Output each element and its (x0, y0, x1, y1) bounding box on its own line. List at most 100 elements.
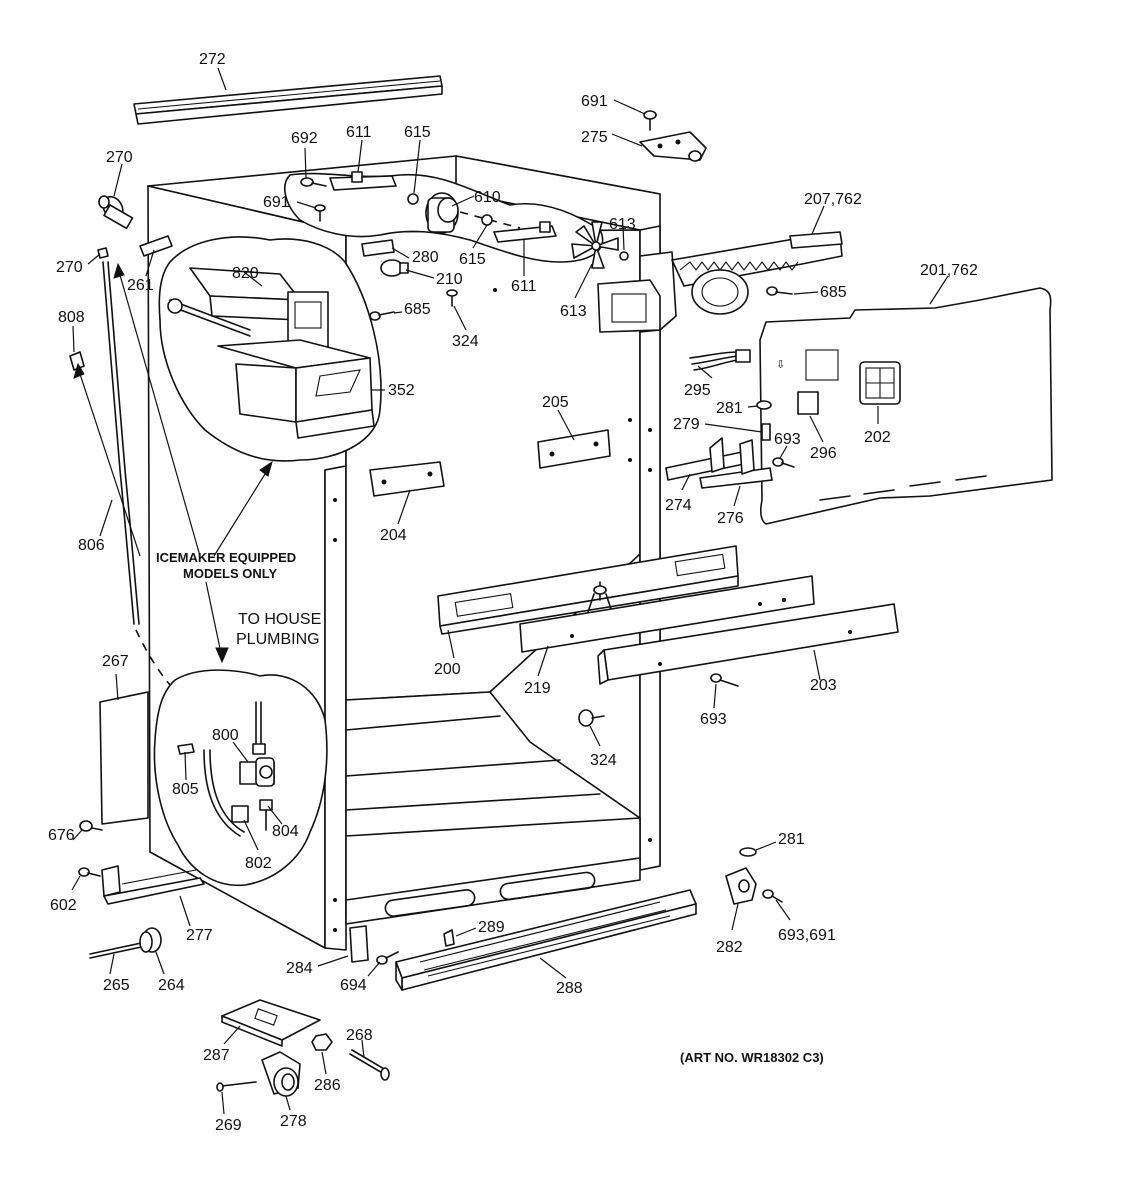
part-804-nut (259, 799, 273, 831)
svg-text:⇩: ⇩ (776, 359, 785, 371)
part-692-screw (300, 177, 327, 187)
icemaker-note-line1: ICEMAKER EQUIPPED (156, 550, 296, 565)
label-204: 204 (380, 527, 407, 544)
label-693-rail: 693 (700, 711, 727, 728)
label-692: 692 (291, 130, 318, 147)
label-264: 264 (158, 977, 185, 994)
part-602-screw (78, 867, 101, 877)
part-219-rail (519, 575, 815, 653)
label-676: 676 (48, 827, 75, 844)
label-602: 602 (50, 897, 77, 914)
part-806-water-line (102, 261, 135, 625)
label-205: 205 (542, 394, 569, 411)
part-615-washer-top (407, 193, 419, 205)
label-296: 296 (810, 445, 837, 462)
label-611-mid: 611 (511, 278, 537, 295)
label-281-bottom: 281 (778, 831, 805, 848)
part-268-bolt (349, 1049, 390, 1081)
label-611-top: 611 (346, 124, 372, 141)
part-693-691-screw (762, 889, 783, 903)
part-287-leveling-plate (221, 999, 321, 1047)
part-324-screw-top (446, 289, 458, 307)
icemaker-callout (158, 236, 382, 462)
part-691-hinge-screw (643, 110, 657, 131)
label-691-top: 691 (581, 93, 608, 110)
part-205-bracket (537, 429, 611, 469)
icemaker-note-line2: MODELS ONLY (183, 566, 277, 581)
part-615-washer-mid (481, 214, 493, 226)
part-201-back-panel: ⇩ (759, 287, 1053, 525)
label-804: 804 (272, 823, 299, 840)
part-295-harness (689, 349, 751, 371)
label-691-mid: 691 (263, 194, 290, 211)
part-610-fan-motor (425, 192, 459, 234)
label-808: 808 (58, 309, 85, 326)
part-279-fitting (761, 423, 771, 441)
part-277-bracket (101, 865, 205, 905)
label-615-mid: 615 (459, 251, 486, 268)
label-267: 267 (102, 653, 129, 670)
label-289: 289 (478, 919, 505, 936)
label-286: 286 (314, 1077, 341, 1094)
part-261-tube (139, 235, 173, 257)
part-613-nut (619, 251, 629, 261)
label-800: 800 (212, 727, 239, 744)
part-280-tube (361, 239, 395, 257)
part-613-fan-blade (571, 221, 619, 269)
part-267-panel (99, 691, 149, 825)
part-352-ice-bin (217, 339, 375, 439)
label-275: 275 (581, 129, 608, 146)
part-676-screw (79, 820, 103, 832)
label-202: 202 (864, 429, 891, 446)
label-802: 802 (245, 855, 272, 872)
part-693-screw-mid (772, 457, 795, 468)
label-693-691: 693,691 (778, 927, 836, 944)
label-265: 265 (103, 977, 130, 994)
part-289-clip (443, 929, 455, 947)
label-281-top: 281 (716, 400, 743, 417)
part-693-screw-rail (710, 673, 739, 687)
label-261: 261 (127, 277, 154, 294)
label-610: 610 (474, 189, 501, 206)
label-613-top: 613 (609, 216, 636, 233)
art-number: (ART NO. WR18302 C3) (680, 1050, 824, 1065)
label-270-top: 270 (106, 149, 133, 166)
label-685-left: 685 (404, 301, 431, 318)
part-802-bracket (231, 805, 249, 823)
label-295: 295 (684, 382, 711, 399)
label-324-top: 324 (452, 333, 479, 350)
label-207-762: 207,762 (804, 191, 862, 208)
plumbing-note-line1: TO HOUSE (238, 611, 321, 628)
part-800-water-valve (239, 757, 275, 787)
label-210: 210 (436, 271, 463, 288)
part-282-bottom-hinge (725, 867, 757, 905)
part-203-rail (597, 603, 899, 685)
part-269-pin (216, 1081, 257, 1092)
label-279: 279 (673, 416, 700, 433)
plumbing-note-line2: PLUMBING (236, 631, 320, 648)
part-685-screw-right (766, 286, 793, 296)
part-275-top-hinge (639, 131, 707, 162)
part-808-clip (69, 351, 85, 371)
label-270-left: 270 (56, 259, 83, 276)
label-287: 287 (203, 1047, 230, 1064)
plumbing-callout (153, 669, 328, 887)
label-284: 284 (286, 960, 313, 977)
part-611-bracket-right (493, 221, 557, 243)
part-207-fan-housing (597, 231, 843, 333)
part-286-nut (311, 1033, 333, 1051)
label-268: 268 (346, 1027, 373, 1044)
label-820: 820 (232, 265, 259, 282)
label-278: 278 (280, 1113, 307, 1130)
part-labels: 272 691 275 692 611 615 270 610 691 613 … (48, 51, 978, 1134)
icemaker-note-arrows (73, 262, 273, 664)
leader-lines (71, 67, 949, 1115)
part-210-light-bulb (380, 259, 409, 277)
label-276: 276 (717, 510, 744, 527)
label-201-762: 201,762 (920, 262, 978, 279)
label-613-mid: 613 (560, 303, 587, 320)
part-265-axle (89, 941, 147, 959)
part-276-hinge (699, 439, 773, 489)
part-611-bracket-left (329, 171, 397, 191)
part-270-clip (97, 247, 109, 259)
